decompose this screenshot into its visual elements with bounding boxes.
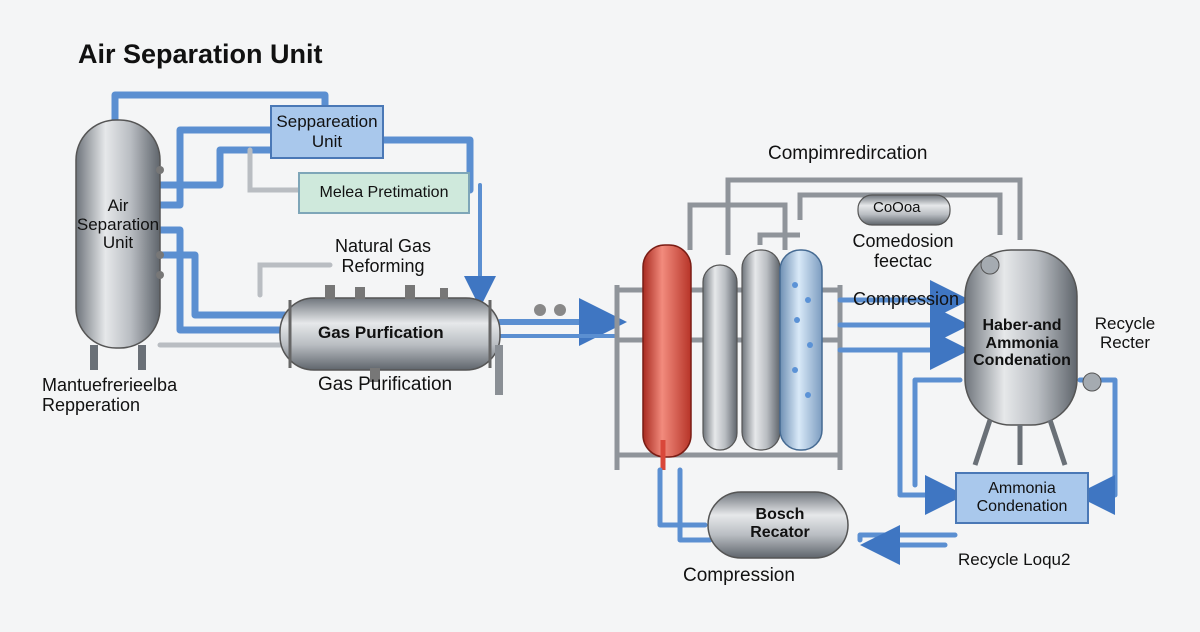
label-bosch-recator-text: Bosch Recator xyxy=(750,506,810,541)
page-title: Air Separation Unit xyxy=(78,39,323,69)
melea-pretimation-box: Melea Pretimation xyxy=(298,172,470,214)
label-haber-ammonia-text: Haber-and Ammonia Condenation xyxy=(973,317,1071,370)
label-gas-purification: Gas Purification xyxy=(318,374,453,395)
label-recycle-recter-text: Recycle Recter xyxy=(1094,314,1156,352)
gray-pipes-left xyxy=(157,147,333,348)
label-recycle-loop: Recycle Loqu2 xyxy=(958,550,1071,569)
melea-pretimation-box-text: Melea Pretimation xyxy=(319,183,449,201)
label-gas-purification-vessel: Gas Purfication xyxy=(318,323,444,342)
label-cooler: CoOoa xyxy=(873,199,921,216)
label-air-separation-unit: Air Separation Unit xyxy=(74,196,162,253)
label-haber-ammonia: Haber-and Ammonia Condenation xyxy=(966,317,1078,370)
label-comedosion-text: Comedosion feectac xyxy=(852,231,954,271)
ammonia-condenation-box-text: Ammonia Condenation xyxy=(976,479,1068,515)
label-natural-gas-reforming-text: Natural Gas Reforming xyxy=(334,236,432,276)
reactor-frame xyxy=(614,177,1023,470)
gas-purification-vessel xyxy=(279,285,566,395)
ammonia-condenation-box: Ammonia Condenation xyxy=(955,472,1089,524)
blue-pipes-left xyxy=(111,91,627,346)
bosch-reactor-vessel xyxy=(707,491,849,559)
air-separation-tank xyxy=(75,119,164,370)
separation-unit-box-text: Seppareation Unit xyxy=(276,112,378,151)
label-air-separation-unit-text: Air Separation Unit xyxy=(76,196,160,253)
label-natural-gas-reforming: Natural Gas Reforming xyxy=(318,236,448,277)
label-manufacture-preparation: Mantuefrerieelba Repperation xyxy=(42,375,178,416)
label-compression-upper: Compression xyxy=(853,289,960,309)
label-manufacture-preparation-text: Mantuefrerieelba Repperation xyxy=(42,375,178,415)
label-compimredircation: Compimredircation xyxy=(768,143,928,164)
separation-unit-box: Seppareation Unit xyxy=(270,105,384,159)
label-bosch-recator: Bosch Recator xyxy=(735,506,825,541)
haber-ammonia-tank xyxy=(964,249,1102,466)
label-compression-lower: Compression xyxy=(683,565,795,586)
label-recycle-recter: Recycle Recter xyxy=(1085,314,1165,352)
label-comedosion: Comedosion feectac xyxy=(838,231,968,272)
